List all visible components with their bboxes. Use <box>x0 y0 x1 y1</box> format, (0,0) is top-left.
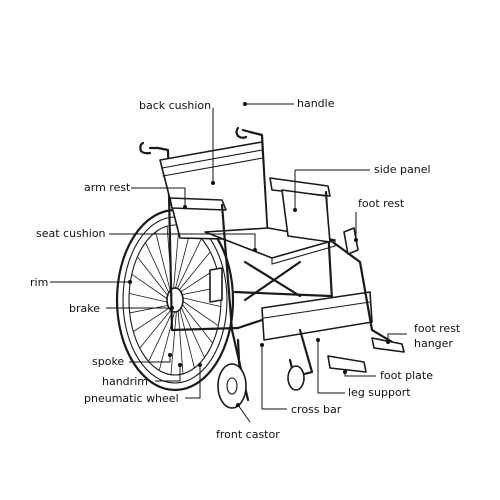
label-foot-rest: foot rest <box>358 197 405 210</box>
spoke-line <box>174 229 192 291</box>
spoke-line <box>180 302 213 344</box>
label-foot-rest-hanger-line1: foot rest <box>414 322 461 335</box>
spoke-line <box>176 238 202 291</box>
label-arm-rest: arm rest <box>84 181 131 194</box>
leg-support-belt <box>261 291 373 341</box>
label-front-castor: front castor <box>216 428 280 441</box>
label-brake: brake <box>69 302 100 315</box>
label-foot-rest-hanger-line2: hanger <box>414 337 453 350</box>
spoke-line <box>170 309 177 375</box>
spoke-line <box>177 308 184 374</box>
rear-wheel <box>115 208 235 392</box>
spoke-line <box>129 293 170 303</box>
spoke-line <box>155 231 172 294</box>
label-pneumatic-wheel: pneumatic wheel <box>84 392 179 405</box>
label-side-panel: side panel <box>374 163 431 176</box>
spoke-line <box>180 299 219 327</box>
spoke-line <box>145 242 171 296</box>
spoke-line <box>180 297 221 307</box>
spoke-line <box>148 309 174 362</box>
spoke-line <box>129 304 170 314</box>
spoke-line <box>178 306 195 369</box>
front-castor-wheel <box>217 338 305 409</box>
leader-lines <box>50 102 407 423</box>
foot-rests <box>288 227 405 380</box>
label-foot-plate: foot plate <box>380 369 434 382</box>
label-spoke: spoke <box>92 355 125 368</box>
label-seat-cushion: seat cushion <box>36 227 106 240</box>
spoke-line <box>179 304 205 358</box>
label-handrim: handrim <box>102 375 148 388</box>
label-leg-support: leg support <box>348 386 411 399</box>
spoke-line <box>173 225 180 291</box>
spoke-line <box>139 308 173 349</box>
label-cross-bar: cross bar <box>291 403 342 416</box>
label-handle: handle <box>297 97 335 110</box>
spoke-line <box>131 273 170 301</box>
label-back-cushion: back cushion <box>139 99 212 112</box>
spoke-line <box>137 256 170 298</box>
spoke-line <box>133 306 171 332</box>
brake-lever <box>209 267 223 303</box>
label-rim: rim <box>30 276 49 289</box>
spoke-line <box>177 251 211 292</box>
arm-rests <box>169 177 334 332</box>
